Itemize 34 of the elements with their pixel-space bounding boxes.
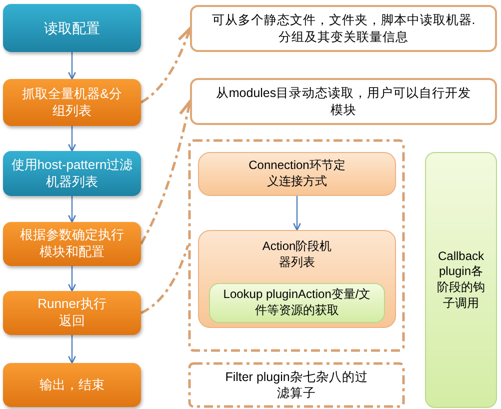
note-box [190, 78, 497, 125]
process-box [3, 79, 141, 126]
arrow [68, 266, 76, 292]
arrow [292, 196, 302, 231]
dashed-frame [188, 362, 405, 408]
process-box [3, 4, 141, 52]
box-text: 输出，结束 [38, 376, 106, 394]
box-text: 读取配置 [43, 18, 101, 38]
dashed-frame [188, 139, 405, 352]
arrow [68, 52, 76, 80]
connector-line [140, 245, 190, 314]
process-box [3, 363, 141, 407]
plugin-box [209, 283, 385, 323]
box-text: 使用host-pattern过滤机器列表 [10, 156, 134, 190]
arrow [68, 335, 76, 364]
arrow [68, 126, 76, 152]
stage-box [198, 230, 396, 328]
box-text: Filter plugin杂七杂八的过滤算子 [224, 368, 369, 402]
note-box [190, 5, 497, 52]
box-text: 根据参数确定执行模块和配置 [19, 227, 125, 261]
box-text: Runner执行返回 [36, 296, 108, 330]
process-box [3, 222, 141, 266]
process-box [3, 291, 141, 335]
box-text: Callback plugin各阶段的钩子调用 [436, 248, 486, 312]
box-text: Action阶段机器列表 [261, 239, 333, 270]
box-text: 抓取全量机器&分组列表 [21, 86, 123, 120]
box-text: 从modules目录动态读取，用户可以自行开发模块 [214, 85, 472, 118]
box-text: Lookup pluginAction变量/文件等资源的获取 [222, 287, 372, 319]
plugin-box [425, 152, 497, 408]
arrow [68, 196, 76, 223]
process-box [3, 151, 141, 196]
stage-box [198, 152, 396, 196]
box-text: 可从多个静态文件，文件夹，脚本中读取机器.分组及其变关联量信息 [210, 12, 476, 45]
box-text: Connection环节定义连接方式 [248, 158, 346, 190]
